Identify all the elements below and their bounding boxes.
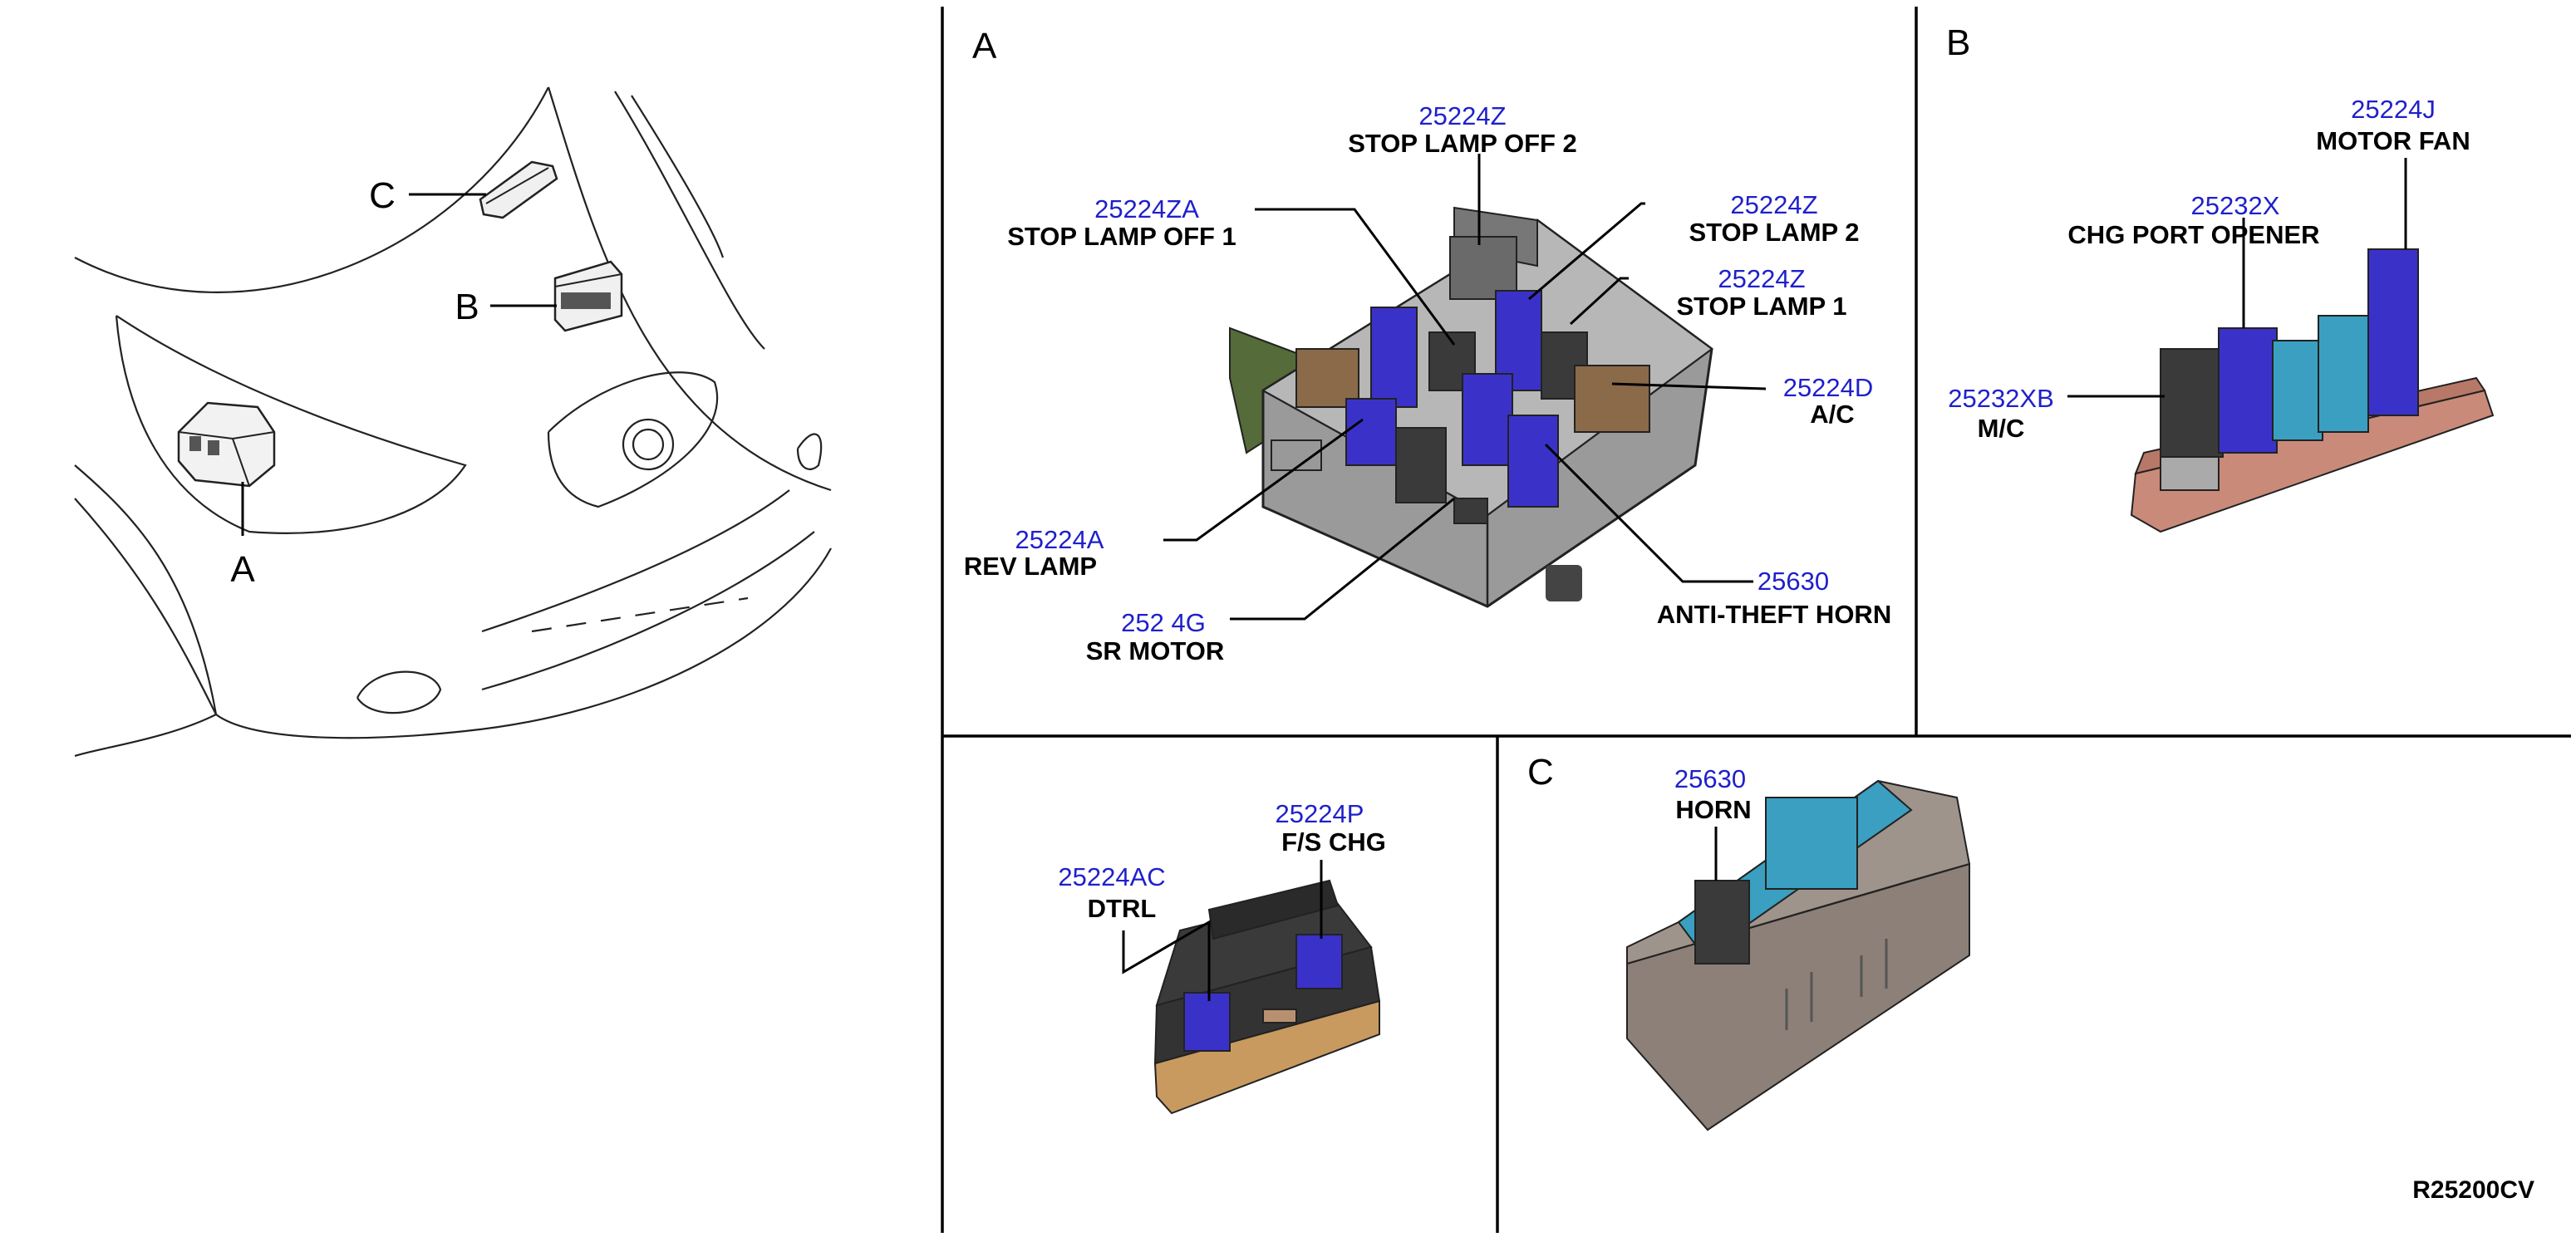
panel-a: A	[964, 26, 1891, 665]
panel-b: B 25224J MOTOR FAN 25232X CHG PORT OPENE…	[1946, 22, 2495, 533]
part-number-label: 25224AC	[1058, 862, 1165, 891]
circuit-name-label: STOP LAMP 1	[1676, 292, 1846, 321]
callout-mc: 25232XB M/C	[1948, 384, 2054, 443]
circuit-name-label: M/C	[1978, 414, 2025, 443]
callout-rev-lamp: 25224A REV LAMP	[964, 525, 1104, 581]
part-number-label: 25224ZA	[1094, 194, 1199, 223]
overview-label-b: B	[455, 287, 479, 327]
panel-c-letter: C	[1527, 752, 1554, 793]
panel-d: 25224P F/S CHG 25224AC DTRL	[1058, 799, 1386, 1115]
part-number-label: 25224Z	[1418, 101, 1506, 130]
circuit-name-label: F/S CHG	[1281, 827, 1386, 857]
callout-stop-lamp-off-2: 25224Z STOP LAMP OFF 2	[1348, 101, 1577, 158]
circuit-name-label: MOTOR FAN	[2316, 126, 2470, 155]
part-number-label: 25232XB	[1948, 384, 2054, 413]
circuit-name-label: REV LAMP	[964, 552, 1097, 581]
part-number-label: 25224Z	[1718, 264, 1805, 293]
circuit-name-label: A/C	[1810, 400, 1854, 429]
part-number-label: 25232X	[2191, 191, 2280, 220]
panel-a-letter: A	[972, 26, 997, 66]
part-number-label: 25224J	[2351, 95, 2436, 124]
part-number-label: 25224D	[1783, 373, 1874, 402]
panel-b-letter: B	[1946, 22, 1970, 63]
circuit-name-label: CHG PORT OPENER	[2067, 220, 2319, 249]
callout-sr-motor: 252 4G SR MOTOR	[1086, 608, 1225, 665]
callout-dtrl: 25224AC DTRL	[1058, 862, 1165, 923]
relay-box-a-relays	[1295, 236, 1650, 524]
circuit-name-label: DTRL	[1088, 894, 1157, 923]
callout-stop-lamp-2: 25224Z STOP LAMP 2	[1689, 190, 1859, 247]
diagram-reference-code: R25200CV	[2412, 1176, 2534, 1204]
circuit-name-label: STOP LAMP 2	[1689, 218, 1859, 247]
callout-motor-fan: 25224J MOTOR FAN	[2316, 95, 2470, 155]
callout-stop-lamp-1: 25224Z STOP LAMP 1	[1676, 264, 1846, 321]
overview-box-a	[177, 401, 276, 536]
vehicle-front-outline	[74, 86, 832, 758]
overview-label-a: A	[230, 549, 255, 590]
part-number-label: 25224A	[1015, 525, 1104, 554]
relay-box-d	[1153, 879, 1381, 1115]
relay-box-b	[2130, 248, 2495, 533]
part-number-label: 252 4G	[1121, 608, 1206, 637]
circuit-name-label: SR MOTOR	[1086, 636, 1225, 665]
callout-horn: 25630 HORN	[1674, 764, 1752, 824]
callout-fs-chg: 25224P F/S CHG	[1276, 799, 1386, 857]
part-number-label: 25630	[1674, 764, 1746, 793]
callout-chg-port-opener: 25232X CHG PORT OPENER	[2067, 191, 2319, 249]
circuit-name-label: HORN	[1675, 795, 1751, 824]
callout-anti-theft-horn: 25630 ANTI-THEFT HORN	[1657, 567, 1891, 629]
callout-stop-lamp-off-1: 25224ZA STOP LAMP OFF 1	[1007, 194, 1236, 251]
circuit-name-label: STOP LAMP OFF 1	[1007, 222, 1236, 251]
panel-d-leader-lines	[1122, 860, 1323, 1001]
overview-box-b	[490, 260, 623, 332]
overview-box-c	[409, 160, 558, 219]
callout-ac: 25224D A/C	[1783, 373, 1874, 429]
vehicle-overview: A B C	[74, 86, 832, 758]
panel-c: C 25630 HORN	[1527, 752, 1971, 1131]
part-number-label: 25224Z	[1730, 190, 1817, 219]
panel-b-leader-lines	[2067, 158, 2407, 398]
circuit-name-label: STOP LAMP OFF 2	[1348, 129, 1577, 158]
panel-a-leader-lines	[1163, 154, 1767, 621]
overview-label-c: C	[369, 175, 396, 216]
part-number-label: 25224P	[1276, 799, 1364, 828]
circuit-name-label: ANTI-THEFT HORN	[1657, 600, 1891, 629]
panel-dividers	[941, 7, 2571, 1233]
part-number-label: 25630	[1757, 567, 1829, 596]
fuse-box-c	[1626, 779, 1971, 1131]
